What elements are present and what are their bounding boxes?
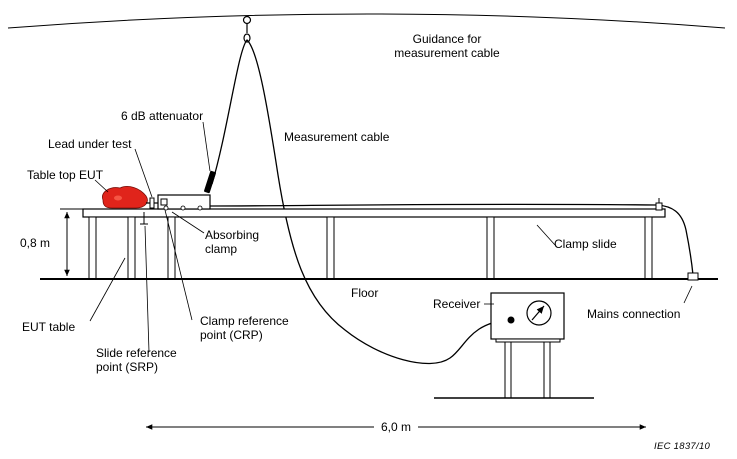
table-leg: [326, 216, 335, 280]
leader-mains-connection: [683, 285, 693, 304]
table-leg: [127, 216, 136, 280]
slide-end-stop: [655, 202, 663, 211]
leader-crp: [164, 209, 193, 321]
label-eut-table: EUT table: [22, 320, 76, 334]
label-lead-under-test: Lead under test: [48, 137, 132, 151]
label-guidance-line1: Guidance for: [412, 32, 482, 46]
label-table-top-eut: Table top EUT: [27, 168, 104, 182]
leader-table-top-eut: [94, 179, 109, 193]
label-crp: Clamp reference point (CRP): [200, 314, 289, 342]
table-leg: [486, 216, 495, 280]
label-crp-line1: Clamp reference: [200, 314, 289, 328]
leader-attenuator: [202, 121, 211, 172]
label-absorbing-clamp-line2: clamp: [205, 242, 238, 256]
table-top-eut: [102, 186, 148, 209]
figure-id: IEC 1837/10: [654, 441, 711, 452]
label-floor: Floor: [351, 286, 379, 300]
label-attenuator: 6 dB attenuator: [121, 109, 204, 123]
attenuator: [204, 170, 216, 194]
guidance-pulley: [242, 15, 252, 25]
leader-clamp-slide: [536, 224, 556, 246]
receiver-input-port: [507, 316, 515, 324]
guidance-wire: [7, 13, 726, 29]
label-receiver: Receiver: [433, 297, 481, 311]
label-mains-connection: Mains connection: [587, 307, 681, 321]
label-crp-line2: point (CRP): [200, 328, 263, 342]
measurement-cable: [211, 39, 511, 365]
leader-absorbing-clamp: [171, 211, 205, 234]
label-srp: Slide reference point (SRP): [96, 346, 177, 374]
label-length: 6,0 m: [380, 420, 411, 434]
label-srp-line1: Slide reference: [96, 346, 177, 360]
label-guidance: Guidance for measurement cable: [382, 32, 512, 60]
receiver-stand-leg: [504, 341, 512, 399]
label-absorbing-clamp-line1: Absorbing: [205, 228, 260, 242]
table-leg: [88, 216, 97, 280]
table-leg: [644, 216, 653, 280]
leader-lead-under-test: [134, 148, 153, 198]
receiver-meter-icon: [526, 300, 552, 326]
mains-cable: [209, 203, 694, 276]
leader-eut-table: [89, 257, 126, 322]
label-srp-line2: point (SRP): [96, 360, 159, 374]
table-top: [82, 208, 666, 218]
label-absorbing-clamp: Absorbing clamp: [205, 228, 259, 256]
label-guidance-line2: measurement cable: [394, 46, 500, 60]
label-height: 0,8 m: [20, 236, 51, 250]
leader-srp: [144, 225, 150, 353]
guidance-hook: [243, 33, 251, 43]
receiver-stand-leg: [543, 341, 551, 399]
label-clamp-slide: Clamp slide: [554, 237, 617, 251]
label-measurement-cable: Measurement cable: [284, 130, 390, 144]
mains-connection-box: [687, 272, 699, 281]
